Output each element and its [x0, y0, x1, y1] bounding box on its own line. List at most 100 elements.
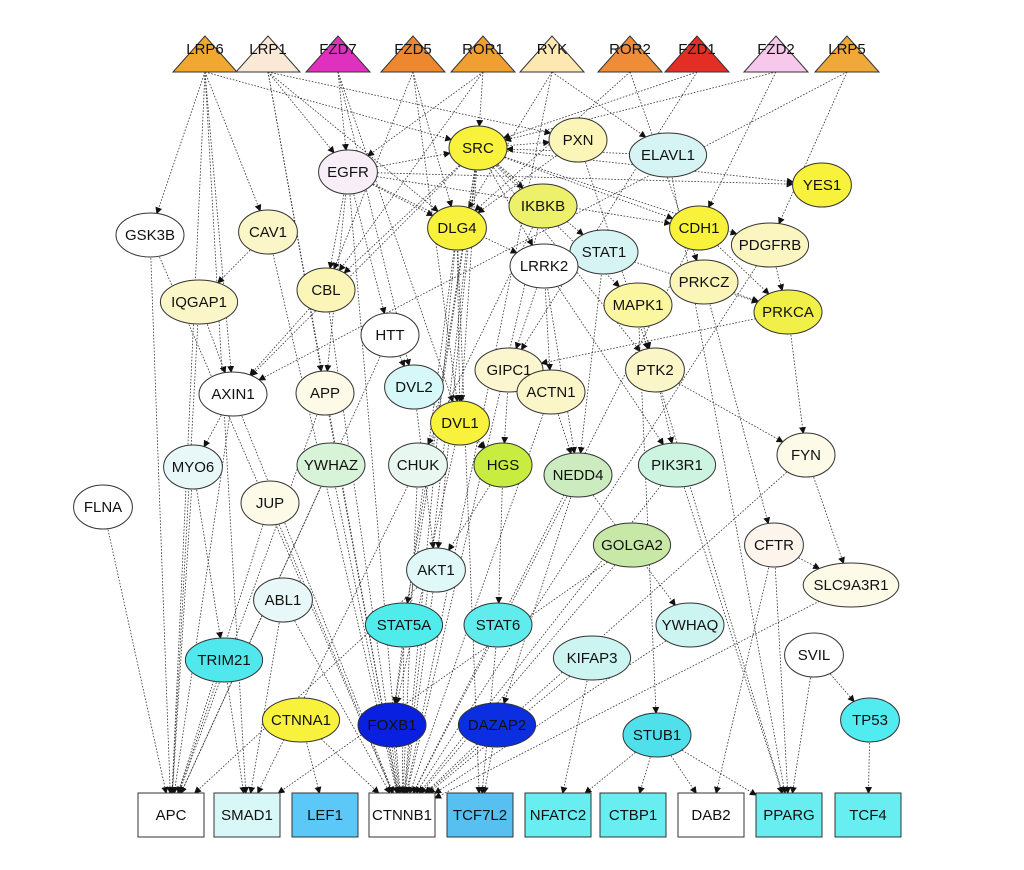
node-fzd1[interactable]: FZD1 [663, 35, 731, 73]
node-ikbkb[interactable]: IKBKB [508, 183, 578, 229]
node-pxn[interactable]: PXN [548, 117, 608, 163]
node-ptk2[interactable]: PTK2 [625, 347, 685, 393]
node-jup[interactable]: JUP [240, 480, 300, 526]
node-dvl1[interactable]: DVL1 [430, 400, 490, 446]
node-axin1[interactable]: AXIN1 [198, 371, 268, 417]
node-yes1[interactable]: YES1 [792, 162, 852, 208]
edge-stat1-to-nedd4 [577, 271, 603, 455]
node-shape-dvl1 [430, 400, 490, 446]
edge-gipc1-to-hgs [501, 389, 509, 445]
node-stub1[interactable]: STUB1 [622, 712, 692, 758]
node-shape-ctnna1 [261, 697, 341, 743]
node-lef1[interactable]: LEF1 [291, 792, 359, 838]
node-chuk[interactable]: CHUK [388, 442, 448, 488]
node-shape-cdh1 [669, 205, 729, 251]
edge-lrp1-to-egfr [267, 71, 335, 154]
node-myo6[interactable]: MYO6 [163, 444, 223, 490]
node-prkca[interactable]: PRKCA [753, 289, 823, 335]
node-htt[interactable]: HTT [360, 312, 420, 358]
node-dazap2[interactable]: DAZAP2 [457, 702, 537, 748]
node-label-iqgap1: IQGAP1 [171, 294, 227, 311]
node-apc[interactable]: APC [137, 792, 205, 838]
node-stat1[interactable]: STAT1 [569, 229, 639, 275]
node-stat6[interactable]: STAT6 [463, 602, 533, 648]
node-mapk1[interactable]: MAPK1 [603, 282, 673, 328]
node-ctnna1[interactable]: CTNNA1 [261, 697, 341, 743]
node-ywhaz[interactable]: YWHAZ [296, 442, 366, 488]
node-tcf7l2[interactable]: TCF7L2 [446, 792, 514, 838]
node-label-ptk2: PTK2 [636, 362, 674, 379]
node-kifap3[interactable]: KIFAP3 [552, 635, 632, 681]
node-nedd4[interactable]: NEDD4 [543, 452, 613, 498]
node-cav1[interactable]: CAV1 [238, 209, 298, 255]
node-akt1[interactable]: AKT1 [406, 547, 466, 593]
node-fzd2[interactable]: FZD2 [742, 35, 810, 73]
edge-lrp6-to-src [204, 71, 453, 142]
node-lrp5[interactable]: LRP5 [813, 35, 881, 73]
node-nfatc2[interactable]: NFATC2 [524, 792, 592, 838]
edge-fzd5-to-dlg4 [412, 71, 454, 208]
node-ror2[interactable]: ROR2 [596, 35, 664, 73]
node-app[interactable]: APP [295, 370, 355, 416]
edge-cftr-to-dab2 [714, 564, 770, 794]
node-tcf4[interactable]: TCF4 [834, 792, 902, 838]
node-shape-foxb1 [357, 702, 427, 748]
node-cdh1[interactable]: CDH1 [669, 205, 729, 251]
node-shape-mapk1 [603, 282, 673, 328]
node-src[interactable]: SRC [448, 125, 508, 171]
node-dlg4[interactable]: DLG4 [427, 205, 487, 251]
edge-egfr-to-ctnnb1 [349, 191, 404, 794]
edge-ywhaz-to-apc [180, 483, 323, 794]
node-tp53[interactable]: TP53 [840, 697, 900, 743]
node-dvl2[interactable]: DVL2 [384, 364, 444, 410]
node-cbl[interactable]: CBL [296, 267, 356, 313]
node-abl1[interactable]: ABL1 [253, 577, 313, 623]
node-flna[interactable]: FLNA [73, 484, 133, 530]
node-fyn[interactable]: FYN [776, 432, 836, 478]
edge-ror1-to-src [476, 71, 484, 128]
node-stat5a[interactable]: STAT5A [364, 602, 444, 648]
node-ctnnb1[interactable]: CTNNB1 [368, 792, 436, 838]
node-ror1[interactable]: ROR1 [449, 35, 517, 73]
node-fzd5[interactable]: FZD5 [379, 35, 447, 73]
node-shape-cav1 [238, 209, 298, 255]
node-slc9a3r1[interactable]: SLC9A3R1 [802, 562, 900, 608]
node-shape-pxn [548, 117, 608, 163]
edge-lrp6-to-axin1 [204, 71, 235, 374]
node-svil[interactable]: SVIL [784, 632, 844, 678]
node-elavl1[interactable]: ELAVL1 [628, 132, 708, 178]
edge-egfr-to-yes1 [374, 172, 794, 188]
node-lrp1[interactable]: LRP1 [234, 35, 302, 73]
node-shape-abl1 [253, 577, 313, 623]
edge-cftr-to-slc9a3r1 [795, 555, 821, 569]
node-ywhaq[interactable]: YWHAQ [655, 602, 725, 648]
node-ctbp1[interactable]: CTBP1 [599, 792, 667, 838]
node-cftr[interactable]: CFTR [744, 522, 804, 568]
node-smad1[interactable]: SMAD1 [213, 792, 281, 838]
node-gsk3b[interactable]: GSK3B [115, 212, 185, 258]
edge-ryk-to-dlg4 [468, 71, 553, 209]
node-dab2[interactable]: DAB2 [677, 792, 745, 838]
node-fzd7[interactable]: FZD7 [304, 35, 372, 73]
node-prkcz[interactable]: PRKCZ [669, 259, 739, 305]
node-foxb1[interactable]: FOXB1 [357, 702, 427, 748]
node-pparg[interactable]: PPARG [755, 792, 823, 838]
node-shape-ctbp1 [599, 792, 667, 838]
node-shape-elavl1 [628, 132, 708, 178]
node-actn1[interactable]: ACTN1 [516, 369, 586, 415]
node-trim21[interactable]: TRIM21 [184, 637, 264, 683]
node-iqgap1[interactable]: IQGAP1 [159, 279, 239, 325]
node-shape-ctnnb1 [368, 792, 436, 838]
node-golga2[interactable]: GOLGA2 [592, 522, 672, 568]
node-pik3r1[interactable]: PIK3R1 [637, 442, 717, 488]
node-ryk[interactable]: RYK [518, 35, 586, 73]
node-pdgfrb[interactable]: PDGFRB [730, 222, 810, 268]
node-label-ctnnb1: CTNNB1 [372, 807, 432, 824]
node-lrrk2[interactable]: LRRK2 [509, 243, 579, 289]
node-hgs[interactable]: HGS [473, 442, 533, 488]
node-label-jup: JUP [256, 495, 284, 512]
node-egfr[interactable]: EGFR [318, 149, 378, 195]
edge-pdgfrb-to-prkca [774, 264, 785, 292]
node-lrp6[interactable]: LRP6 [171, 35, 239, 73]
node-shape-lrp6 [171, 35, 239, 73]
